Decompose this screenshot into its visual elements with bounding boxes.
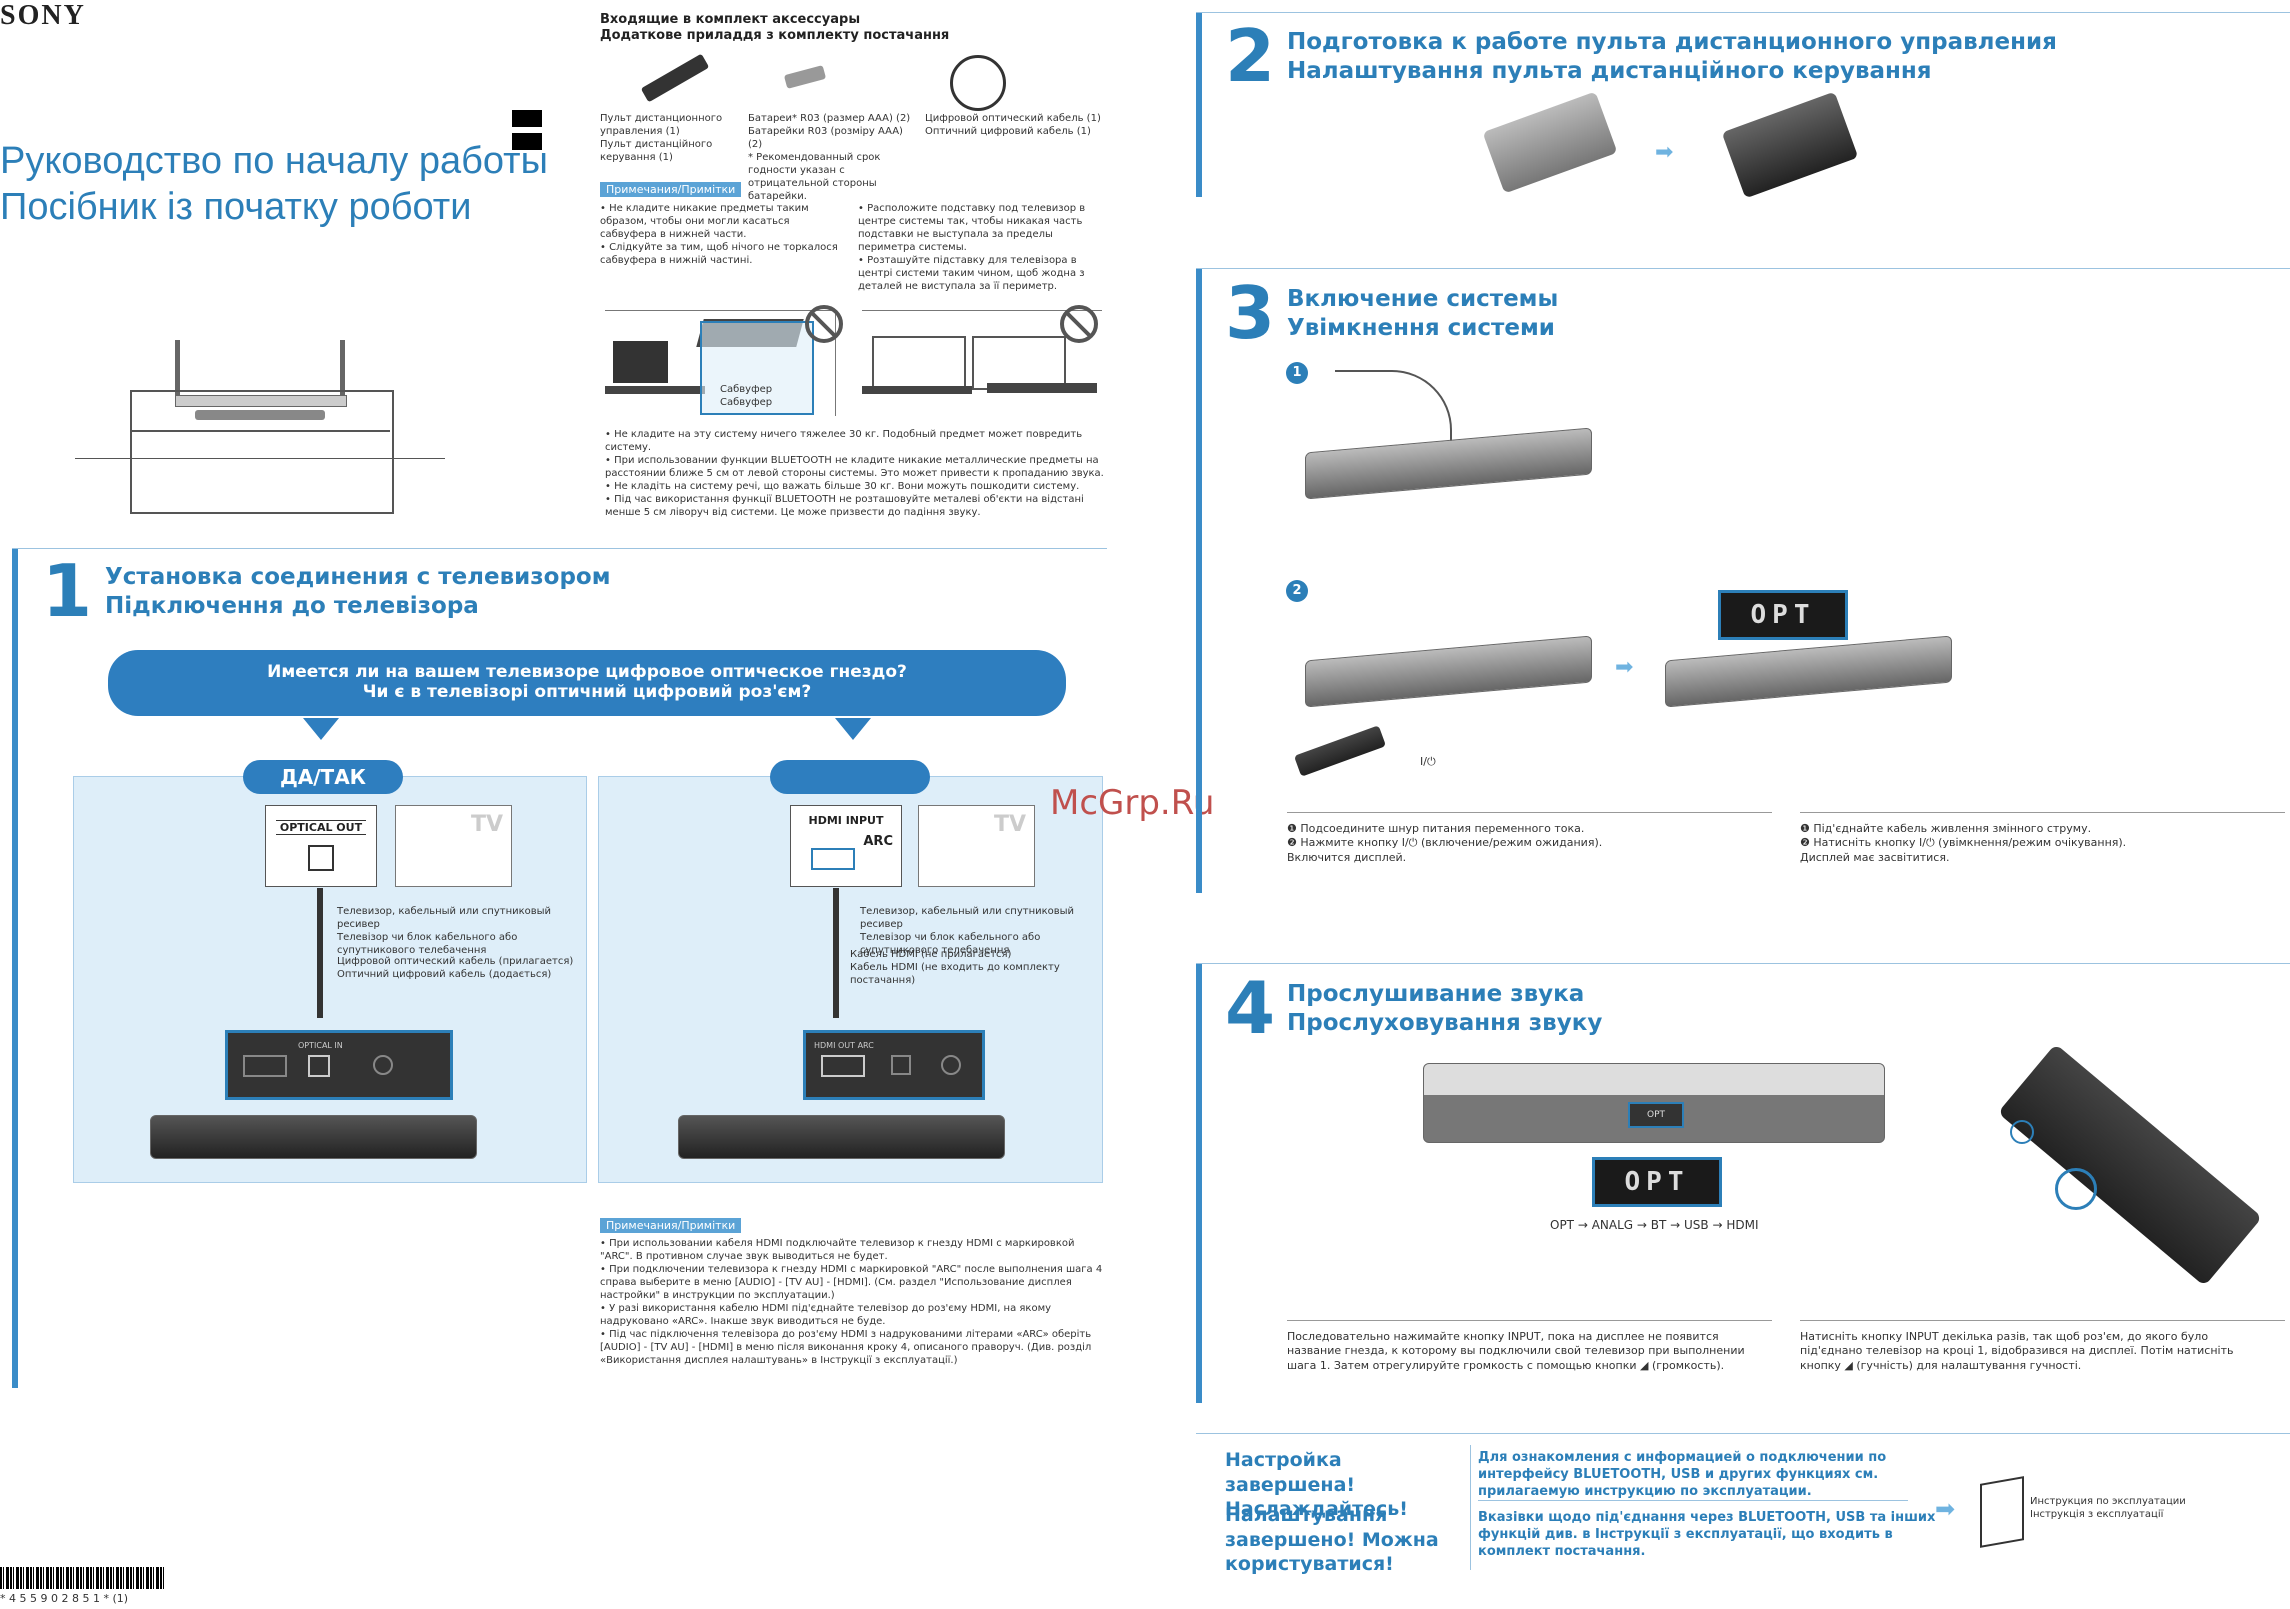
watermark: McGrp.Ru: [1050, 783, 1215, 823]
barcode-text: * 4 5 5 9 0 2 8 5 1 * (1): [0, 1592, 129, 1605]
arrow-right-icon: ➡: [1935, 1495, 1956, 1523]
step2-title-uk: Налаштування пульта дистанційного керува…: [1287, 58, 1932, 84]
prohibited-icon: [1060, 305, 1098, 343]
manual-label: Инструкция по эксплуатации Інструкція з …: [2030, 1496, 2186, 1520]
arrow-down-icon: [303, 718, 339, 740]
step3-title-uk: Увімкнення системи: [1287, 315, 1555, 341]
hdmi-cable-label: Кабель HDMI (не прилагается) Кабель HDMI…: [850, 949, 1060, 986]
tv-stand-illustration: [75, 340, 445, 514]
display-opt: OPT: [1718, 590, 1848, 640]
final-info-uk: Вказівки щодо під'єднання через BLUETOOT…: [1478, 1510, 1936, 1559]
tv-icon: TV: [918, 805, 1035, 887]
step3-text-ru: ❶ Подсоедините шнур питания переменного …: [1287, 822, 1603, 864]
battery-icon: [783, 65, 827, 89]
step4-number: 4: [1225, 966, 1276, 1050]
power-cord: [1335, 370, 1452, 452]
rear-panel-no: HDMI OUT ARC: [803, 1030, 985, 1100]
notes-top-bottom: • Не кладите на эту систему ничего тяжел…: [605, 429, 1104, 518]
input-chain: OPT → ANALG → BT → USB → HDMI: [1550, 1218, 1759, 1232]
rear-panel-yes: OPTICAL IN: [225, 1030, 453, 1100]
no-label: [770, 760, 930, 794]
brand-logo: SONY: [0, 0, 86, 31]
step1-title-uk: Підключення до телевізора: [105, 593, 479, 619]
step4-title-uk: Прослуховування звуку: [1287, 1010, 1603, 1036]
subwoofer-illustration-left: [605, 310, 836, 416]
step3-text-uk: ❶ Під'єднайте кабель живлення змінного с…: [1800, 822, 2127, 864]
remote-back-illustration: [1482, 91, 1618, 194]
final-info-ru: Для ознакомления с информацией о подключ…: [1478, 1450, 1887, 1499]
step4-text-ru: Последовательно нажимайте кнопку INPUT, …: [1287, 1330, 1745, 1372]
barcode: [0, 1567, 165, 1589]
remote-icon: [640, 53, 710, 103]
accessory-batteries: Батареи* R03 (размер AAA) (2) Батарейки …: [748, 113, 911, 202]
accessory-remote: Пульт дистанционного управления (1) Пуль…: [600, 113, 723, 163]
tv-desc-yes: Телевизор, кабельный или спутниковый рес…: [337, 906, 552, 956]
display-opt-large: OPT: [1592, 1157, 1722, 1207]
remote-control-large: [1997, 1043, 2263, 1287]
input-button-circle: [2010, 1120, 2034, 1144]
power-button-label: I/⏻: [1420, 755, 1436, 768]
question-banner: Имеется ли на вашем телевизоре цифровое …: [108, 650, 1066, 716]
accessories-title-ru: Входящие в комплект аксессуары: [600, 12, 861, 27]
optical-cable-label: Цифровой оптический кабель (прилагается)…: [337, 956, 574, 980]
arrow-right-icon: ➡: [1615, 655, 1634, 680]
step2-bar: [1196, 12, 1202, 197]
substep-2-badge: 2: [1286, 580, 1308, 602]
tv-stand-illustration-right: [862, 310, 1102, 416]
hdmi-cable: [833, 888, 839, 1018]
step4-text-uk: Натисніть кнопку INPUT декілька разів, т…: [1800, 1330, 2234, 1372]
optical-out-sign: OPTICAL OUT: [265, 805, 377, 887]
page-title-uk: Посібник із початку роботи: [0, 186, 472, 228]
yes-label: ДА/ТАК: [243, 760, 403, 794]
notes-top-right: • Расположите подставку под телевизор в …: [858, 203, 1086, 292]
soundbar-on: [1665, 635, 1952, 708]
page-title-ru: Руководство по началу работы: [0, 140, 548, 182]
substep-1-badge: 1: [1286, 362, 1308, 384]
step1-notes: • При использовании кабеля HDMI подключа…: [600, 1238, 1103, 1366]
arrow-down-icon: [835, 718, 871, 740]
step4-bar: [1196, 963, 1202, 1403]
accessories-title-uk: Додаткове приладдя з комплекту постачанн…: [600, 28, 950, 43]
remote-control: [1293, 725, 1387, 777]
step1-number: 1: [42, 549, 93, 633]
hdmi-input-sign: HDMI INPUT ARC: [790, 805, 902, 887]
final-done-ru: Настройка завершена! Наслаждайтесь!: [1225, 1449, 1408, 1521]
step2-number: 2: [1225, 14, 1276, 98]
accessory-optical: Цифровой оптический кабель (1) Оптичний …: [925, 113, 1101, 137]
manual-book-icon: [1980, 1476, 2024, 1548]
soundbar-yes: [150, 1115, 477, 1159]
tv-icon: TV: [395, 805, 512, 887]
step1-title-ru: Установка соединения с телевизором: [105, 564, 611, 590]
step1-notes-label: Примечания/Примітки: [600, 1214, 742, 1233]
soundbar-off: [1305, 635, 1592, 708]
subwoofer-label: Сабвуфер Сабвуфер: [720, 384, 773, 408]
soundbar-no: [678, 1115, 1005, 1159]
remote-battery-illustration: [1721, 91, 1859, 199]
step3-number: 3: [1225, 271, 1276, 355]
final-done-uk: Налаштування завершено! Можна користуват…: [1225, 1504, 1439, 1576]
notes-top-left: • Не кладите никакие предметы таким обра…: [600, 203, 838, 266]
step2-title-ru: Подготовка к работе пульта дистанционног…: [1287, 29, 2057, 55]
step3-bar: [1196, 268, 1202, 893]
tv-desc-no: Телевизор, кабельный или спутниковый рес…: [860, 906, 1075, 956]
step1-bar: [12, 548, 18, 1388]
optical-cable: [317, 888, 323, 1018]
arrow-right-icon: ➡: [1655, 140, 1674, 165]
step4-title-ru: Прослушивание звука: [1287, 981, 1585, 1007]
volume-button-circle: [2055, 1168, 2097, 1210]
step3-title-ru: Включение системы: [1287, 286, 1559, 312]
language-mark: [512, 110, 542, 150]
prohibited-icon: [805, 305, 843, 343]
small-display: OPT: [1628, 1102, 1684, 1128]
optical-cable-icon: [950, 55, 1006, 111]
notes-top-label: Примечания/Примітки: [600, 178, 742, 197]
